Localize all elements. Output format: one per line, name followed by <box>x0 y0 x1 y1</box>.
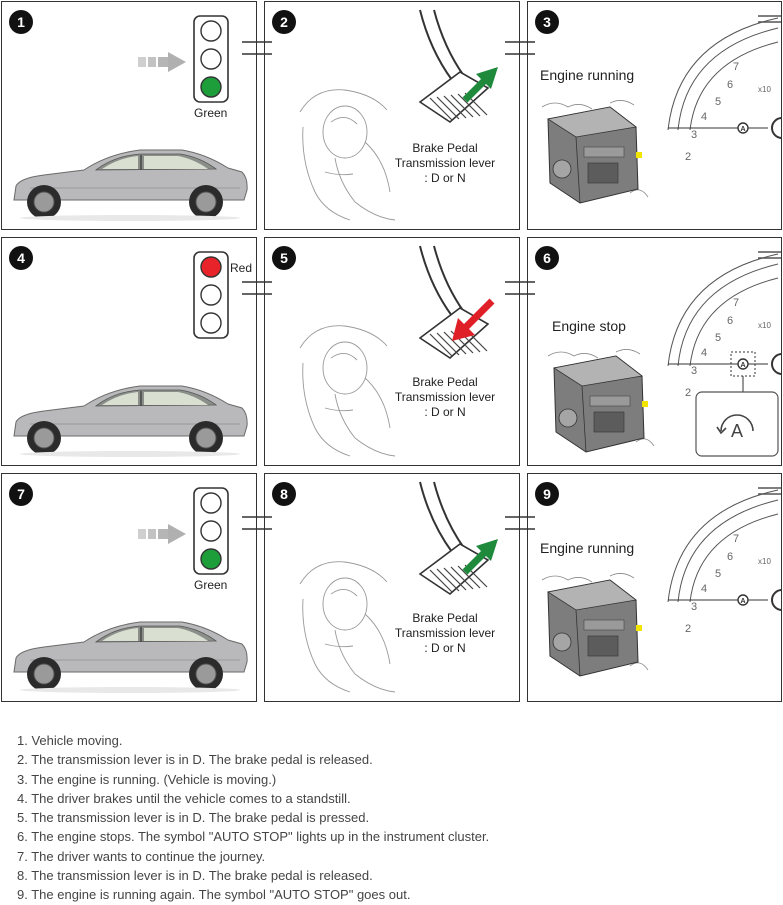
gear-lever-sketch <box>299 89 396 221</box>
panel-connector <box>242 281 272 295</box>
car-image <box>13 385 248 457</box>
engine-image <box>541 100 649 204</box>
light-label: Green <box>194 578 228 592</box>
svg-text:4: 4 <box>701 583 707 595</box>
legend-item: 3. The engine is running. (Vehicle is mo… <box>17 771 277 787</box>
svg-text:2: 2 <box>685 151 691 163</box>
legend-item: 8. The transmission lever is in D. The b… <box>17 868 373 884</box>
pedal-caption-line-1: Brake Pedal <box>412 611 478 625</box>
step-number-9: 9 <box>535 482 559 506</box>
auto-stop-icon: A <box>695 391 779 457</box>
pedal-caption-line-2: Transmission lever <box>394 390 496 404</box>
pedal-caption-line-3: : D or N <box>424 641 466 655</box>
panel-2: 2 Brake Pedal Transmission lever : D or … <box>264 1 520 230</box>
svg-text:A: A <box>740 126 745 133</box>
brake-pedal-image <box>418 9 498 124</box>
svg-text:A: A <box>740 598 745 605</box>
legend-item: 5. The transmission lever is in D. The b… <box>17 810 370 826</box>
legend-item: 2. The transmission lever is in D. The b… <box>17 752 373 768</box>
legend-item: 1. Vehicle moving. <box>17 733 123 748</box>
panel-1: 1 Green <box>1 1 257 230</box>
engine-image <box>547 349 655 453</box>
step-number-8: 8 <box>272 482 296 506</box>
pedal-caption-line-2: Transmission lever <box>394 156 496 170</box>
step-number-6: 6 <box>535 246 559 270</box>
pedal-caption-line-1: Brake Pedal <box>412 141 478 155</box>
car-image <box>13 621 248 693</box>
panel-connector <box>505 281 535 295</box>
light-label: Green <box>194 106 228 120</box>
panel-connector <box>505 516 535 530</box>
light-label: Red <box>230 261 253 275</box>
step-number-7: 7 <box>9 482 33 506</box>
gear-lever-sketch <box>299 325 396 457</box>
pedal-caption: Brake Pedal Transmission lever : D or N <box>385 611 505 656</box>
legend-item: 7. The driver wants to continue the jour… <box>17 848 266 864</box>
engine-status-label: Engine running <box>540 540 635 556</box>
panel-connector <box>505 41 535 55</box>
traffic-light <box>193 15 229 103</box>
step-number-2: 2 <box>272 10 296 34</box>
pedal-caption-line-3: : D or N <box>424 171 466 185</box>
brake-pedal-image <box>418 481 498 596</box>
panel-connector <box>242 41 272 55</box>
svg-text:6: 6 <box>727 79 733 91</box>
svg-text:7: 7 <box>733 61 739 73</box>
svg-text:x10: x10 <box>758 557 771 566</box>
svg-text:3: 3 <box>691 365 697 377</box>
svg-text:6: 6 <box>727 315 733 327</box>
svg-text:x10: x10 <box>758 85 771 94</box>
legend-item: 9. The engine is running again. The symb… <box>17 887 411 903</box>
svg-text:x10: x10 <box>758 321 771 330</box>
svg-text:A: A <box>740 362 745 369</box>
panel-8: 8 Brake Pedal Transmission lever : D or … <box>264 473 520 702</box>
panel-5: 5 Brake Pedal Transmission lever : D or … <box>264 237 520 466</box>
svg-text:2: 2 <box>685 623 691 635</box>
svg-text:4: 4 <box>701 347 707 359</box>
step-number-3: 3 <box>535 10 559 34</box>
pedal-caption: Brake Pedal Transmission lever : D or N <box>385 375 505 420</box>
step-number-4: 4 <box>9 246 33 270</box>
arrow-right-icon <box>138 524 186 544</box>
svg-text:5: 5 <box>715 568 721 580</box>
arrow-right-icon <box>138 52 186 72</box>
traffic-light <box>193 487 229 575</box>
car-image <box>13 149 248 221</box>
svg-text:3: 3 <box>691 601 697 613</box>
step-legend: 1. Vehicle moving. 2. The transmission l… <box>17 731 489 905</box>
brake-pedal-image <box>418 245 495 360</box>
svg-text:5: 5 <box>715 96 721 108</box>
engine-image <box>541 573 649 677</box>
svg-text:7: 7 <box>733 533 739 545</box>
svg-text:6: 6 <box>727 551 733 563</box>
svg-text:4: 4 <box>701 111 707 123</box>
step-number-5: 5 <box>272 246 296 270</box>
legend-item: 4. The driver brakes until the vehicle c… <box>17 790 351 806</box>
engine-status-label: Engine running <box>540 67 635 83</box>
step-number-1: 1 <box>9 10 33 34</box>
panel-4: 4 Red <box>1 237 257 466</box>
pedal-caption-line-3: : D or N <box>424 405 466 419</box>
panel-connector <box>242 516 272 530</box>
svg-text:3: 3 <box>691 129 697 141</box>
engine-status-label: Engine stop <box>552 318 626 334</box>
pedal-caption-line-2: Transmission lever <box>394 626 496 640</box>
gear-lever-sketch <box>299 561 396 693</box>
svg-text:5: 5 <box>715 332 721 344</box>
svg-text:7: 7 <box>733 297 739 309</box>
traffic-light <box>193 251 229 339</box>
pedal-caption: Brake Pedal Transmission lever : D or N <box>385 141 505 186</box>
legend-item: 6. The engine stops. The symbol "AUTO ST… <box>17 829 490 845</box>
pedal-caption-line-1: Brake Pedal <box>412 375 478 389</box>
panel-7: 7 Green <box>1 473 257 702</box>
svg-text:2: 2 <box>685 387 691 399</box>
svg-text:A: A <box>731 421 743 441</box>
